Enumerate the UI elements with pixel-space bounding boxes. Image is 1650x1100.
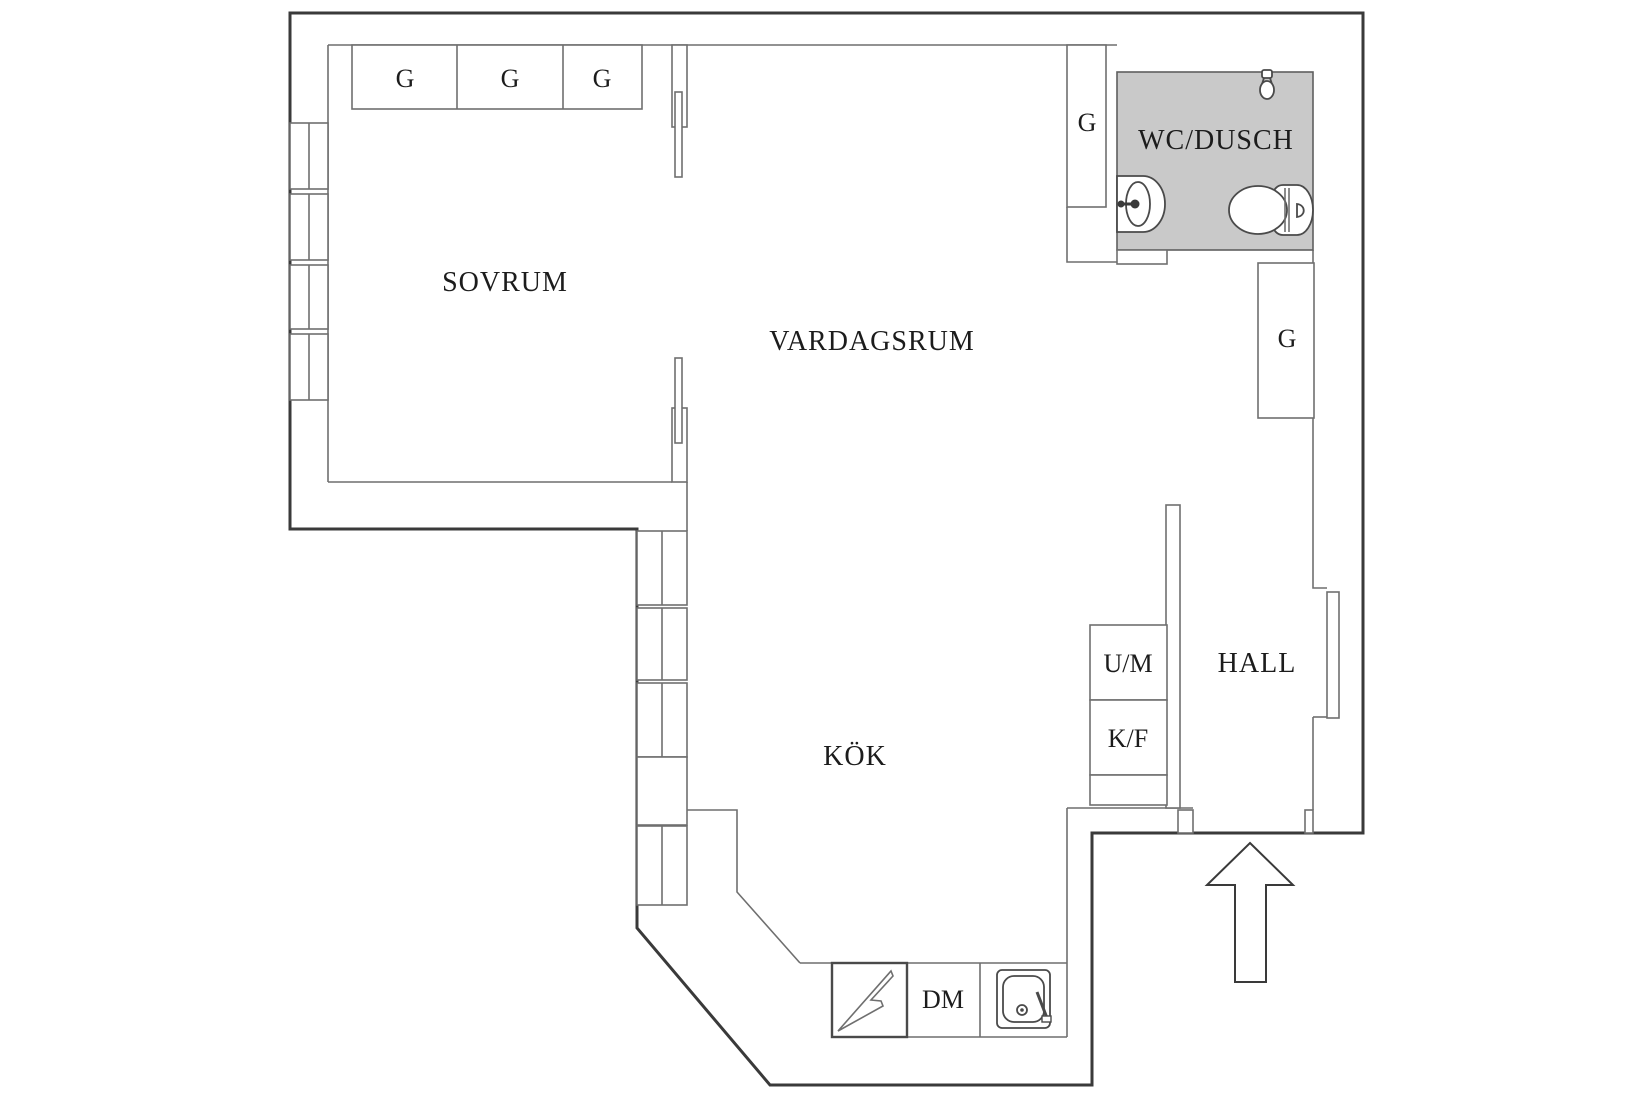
entrance-door	[1304, 591, 1340, 834]
kitchen-counter: DM	[830, 961, 1052, 1039]
washing-machine-label: U/M	[1103, 649, 1152, 678]
wardrobe-below-wc: G	[1257, 262, 1315, 419]
appliance-column: U/M K/F	[1089, 624, 1168, 806]
washbasin-icon	[1116, 175, 1166, 233]
door-leaf-bottom	[674, 357, 683, 444]
entrance-door-leaf	[1326, 591, 1340, 719]
toilet-icon	[1228, 184, 1314, 236]
room-label-sovrum: SOVRUM	[442, 267, 568, 298]
wardrobe-row: G G G	[351, 44, 643, 110]
wardrobe-label: G	[1278, 324, 1297, 353]
window-band-west	[289, 122, 329, 401]
wardrobe-beside-wc: G	[1066, 44, 1107, 208]
room-label-wc-dusch: WC/DUSCH	[1138, 125, 1294, 156]
room-label-vardagsrum: VARDAGSRUM	[769, 326, 975, 357]
hall-west-wall	[1165, 504, 1194, 834]
wc-dusch-area: WC/DUSCH	[1116, 69, 1314, 265]
shower-icon	[1259, 69, 1275, 100]
room-label-kok: KÖK	[823, 741, 887, 772]
dishwasher-label: DM	[922, 985, 964, 1014]
kitchen-sink-icon	[996, 969, 1052, 1029]
entrance-arrow-up-icon	[1204, 841, 1296, 983]
wc-south-wall-tab	[1116, 249, 1168, 265]
room-label-hall: HALL	[1218, 648, 1297, 679]
entrance-door-jamb	[1304, 809, 1314, 834]
wardrobe-label: G	[593, 64, 612, 93]
wardrobe-label: G	[396, 64, 415, 93]
fridge-freezer-label: K/F	[1108, 724, 1148, 753]
wardrobe-label: G	[1078, 108, 1097, 137]
door-leaf-top	[674, 91, 683, 178]
window-band-kitchen-west	[636, 530, 688, 906]
stove-icon	[830, 961, 909, 1039]
outer-boundary-wall	[288, 11, 1365, 1087]
wardrobe-label: G	[501, 64, 520, 93]
bedroom-partition-wall	[671, 44, 688, 483]
